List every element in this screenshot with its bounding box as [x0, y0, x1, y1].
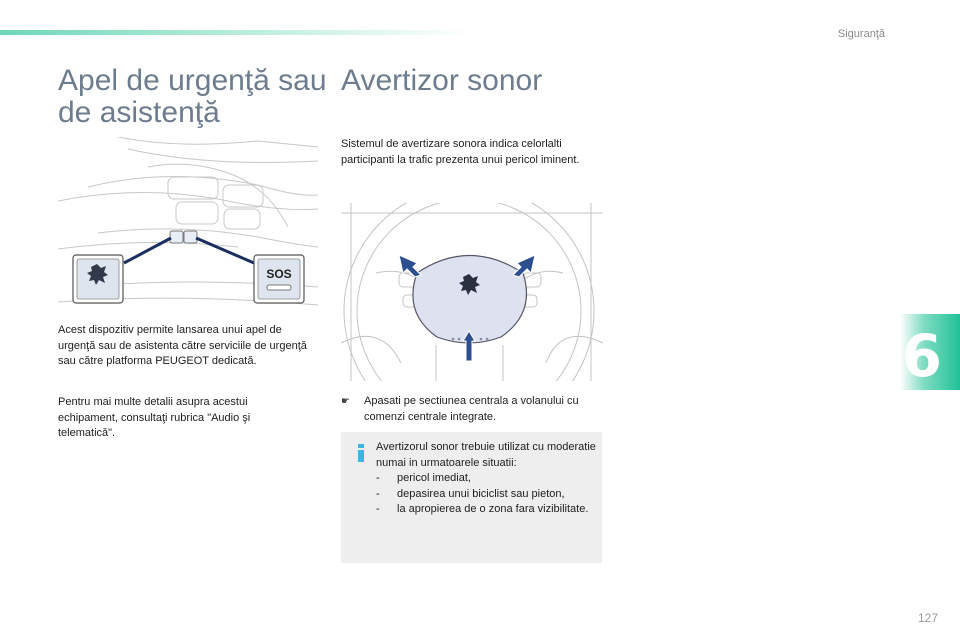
- emergency-call-description: Acest dispozitiv permite lansarea unui a…: [58, 324, 307, 367]
- page-number: 127: [917, 611, 938, 625]
- instruction-bullet-icon: ☛: [341, 396, 350, 407]
- peugeot-lion-icon: [459, 274, 480, 295]
- list-item: depasirea unui biciclist sau pieton,: [376, 487, 596, 503]
- steering-wheel-illustration: [340, 185, 604, 437]
- horn-usage-list: pericol imediat, depasirea unui biciclis…: [376, 471, 596, 518]
- emergency-call-heading: Apel de urgenţă sau de asistenţă: [58, 64, 327, 129]
- peugeot-lion-icon: [87, 264, 108, 285]
- list-item: la apropierea de o zona fara vizibilitat…: [376, 502, 596, 518]
- list-item: pericol imediat,: [376, 471, 596, 487]
- info-icon: [358, 444, 364, 462]
- header-accent-bar: [0, 30, 470, 35]
- horn-instruction-text: Apasati pe sectiunea centrala a volanulu…: [364, 395, 579, 423]
- press-arrow-icon: [398, 254, 536, 362]
- chapter-number: 6: [901, 322, 942, 390]
- horn-usage-note: Avertizorul sonor trebuie utilizat cu mo…: [341, 432, 602, 563]
- horn-description: Sistemul de avertizare sonora indica cel…: [341, 138, 580, 166]
- sos-label: SOS: [266, 267, 291, 281]
- horn-usage-intro: Avertizorul sonor trebuie utilizat cu mo…: [376, 441, 596, 469]
- section-title: Siguranţă: [837, 28, 885, 40]
- horn-instruction: ☛ Apasati pe sectiunea centrala a volanu…: [341, 394, 601, 425]
- emergency-call-reference: Pentru mai multe detalii asupra acestui …: [58, 396, 251, 439]
- horn-heading: Avertizor sonor: [341, 64, 543, 97]
- sos-console-illustration: SOS: [57, 136, 319, 312]
- chapter-tab: [900, 314, 960, 390]
